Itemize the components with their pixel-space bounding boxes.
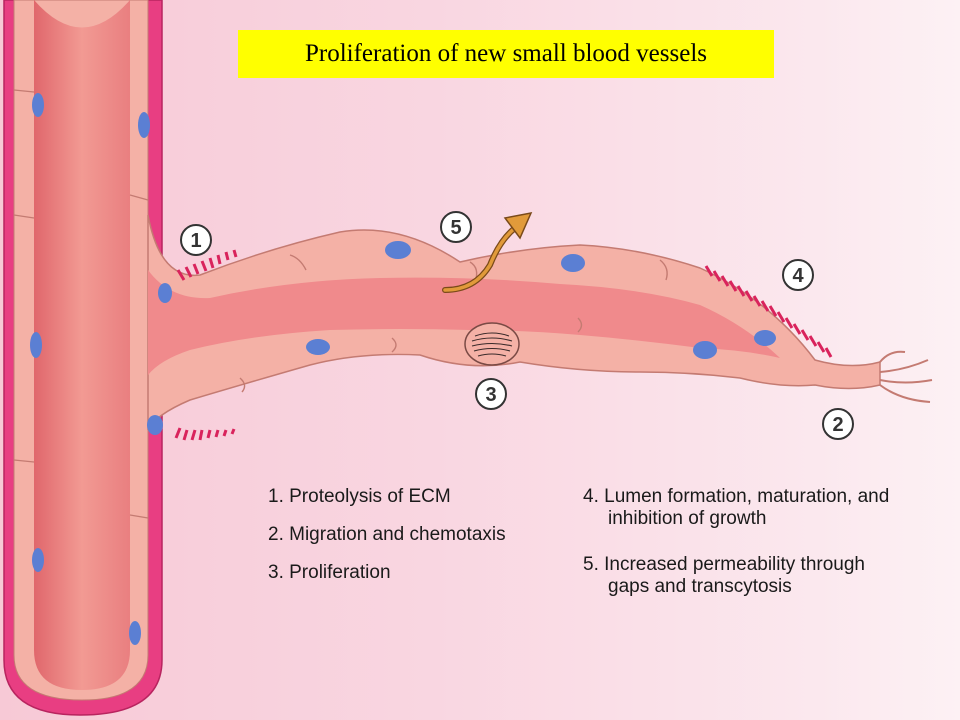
nucleus: [30, 332, 42, 358]
nucleus: [129, 621, 141, 645]
nucleus: [385, 241, 411, 259]
marker-5: 5: [440, 211, 472, 243]
marker-3: 3: [475, 378, 507, 410]
nucleus: [693, 341, 717, 359]
legend-item-4: 4. Lumen formation, maturation, and inhi…: [583, 486, 943, 530]
nucleus: [754, 330, 776, 346]
sprouting-vessel: [147, 214, 933, 435]
marker-1-label: 1: [190, 230, 201, 252]
cell-junctions: [13, 89, 149, 519]
marker-3-label: 3: [485, 384, 496, 406]
parent-vessel: [3, 0, 163, 716]
sprout-lumen: [148, 270, 780, 375]
marker-4: 4: [782, 259, 814, 291]
tip-filopodia: [879, 350, 933, 403]
mitotic-cell: [464, 322, 520, 366]
marker-2: 2: [822, 408, 854, 440]
nucleus: [138, 112, 150, 138]
sprout-junctions: [239, 254, 668, 393]
legend-item-text: 5. Increased permeability through: [583, 554, 865, 575]
legend-left: 1. Proteolysis of ECM 2. Migration and c…: [268, 486, 558, 600]
legend-item-text: 1. Proteolysis of ECM: [268, 486, 451, 507]
marker-5-label: 5: [450, 217, 461, 239]
marker-2-label: 2: [832, 414, 843, 436]
nucleus-group-left: [30, 93, 150, 645]
nucleus: [147, 415, 163, 435]
diagram-title: Proliferation of new small blood vessels: [238, 30, 774, 78]
legend-item-text-continued: gaps and transcytosis: [608, 576, 792, 597]
lumen-formation-marks: [704, 265, 833, 358]
legend-item-text: 4. Lumen formation, maturation, and: [583, 486, 890, 507]
legend-item-text: 2. Migration and chemotaxis: [268, 524, 506, 545]
parent-vessel-lumen: [34, 0, 130, 690]
legend-item-1: 1. Proteolysis of ECM: [268, 486, 558, 508]
legend-item-5: 5. Increased permeability through gaps a…: [583, 554, 943, 598]
legend-item-text-continued: inhibition of growth: [608, 508, 767, 529]
nucleus-group-sprout: [147, 241, 776, 435]
marker-4-label: 4: [792, 265, 804, 287]
permeability-arrow: [442, 211, 533, 293]
nucleus: [306, 339, 330, 355]
nucleus: [32, 548, 44, 572]
ecm-proteolysis-marks: [174, 249, 238, 441]
nucleus: [561, 254, 585, 272]
legend-item-2: 2. Migration and chemotaxis: [268, 524, 558, 546]
legend-right: 4. Lumen formation, maturation, and inhi…: [583, 486, 943, 622]
legend-item-text: 3. Proliferation: [268, 562, 391, 583]
nucleus: [158, 283, 172, 303]
nucleus: [32, 93, 44, 117]
marker-1: 1: [180, 224, 212, 256]
legend-item-3: 3. Proliferation: [268, 562, 558, 584]
